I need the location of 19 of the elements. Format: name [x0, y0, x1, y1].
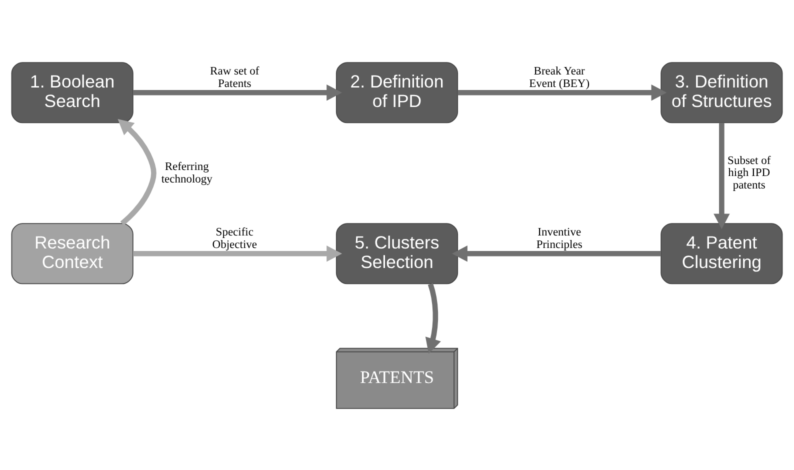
arrow	[714, 122, 730, 229]
node-box: Research Context	[11, 222, 134, 284]
edge-label: Specific Objective	[212, 226, 258, 250]
node-box: 4. Patent Clustering	[660, 222, 783, 284]
arrow	[452, 245, 662, 262]
arrow	[133, 84, 342, 100]
edge-label: Raw set of Patents	[210, 64, 260, 90]
arrow	[133, 245, 342, 262]
arrow	[458, 84, 667, 100]
edge-label: Inventive Principles	[536, 226, 582, 250]
arrow	[118, 118, 156, 226]
edge-label: Referring technology	[161, 160, 212, 185]
node-box: 1. Boolean Search	[11, 62, 134, 123]
node-box: 3. Definition of Structures	[660, 62, 783, 123]
edge-label: Break Year Event (BEY)	[529, 64, 590, 90]
arrow	[425, 282, 441, 354]
edge-label: Subset of high IPD patents	[728, 154, 771, 192]
node-box: 2. Definition of IPD	[336, 62, 458, 123]
node-box: 5. Clusters Selection	[336, 222, 458, 284]
